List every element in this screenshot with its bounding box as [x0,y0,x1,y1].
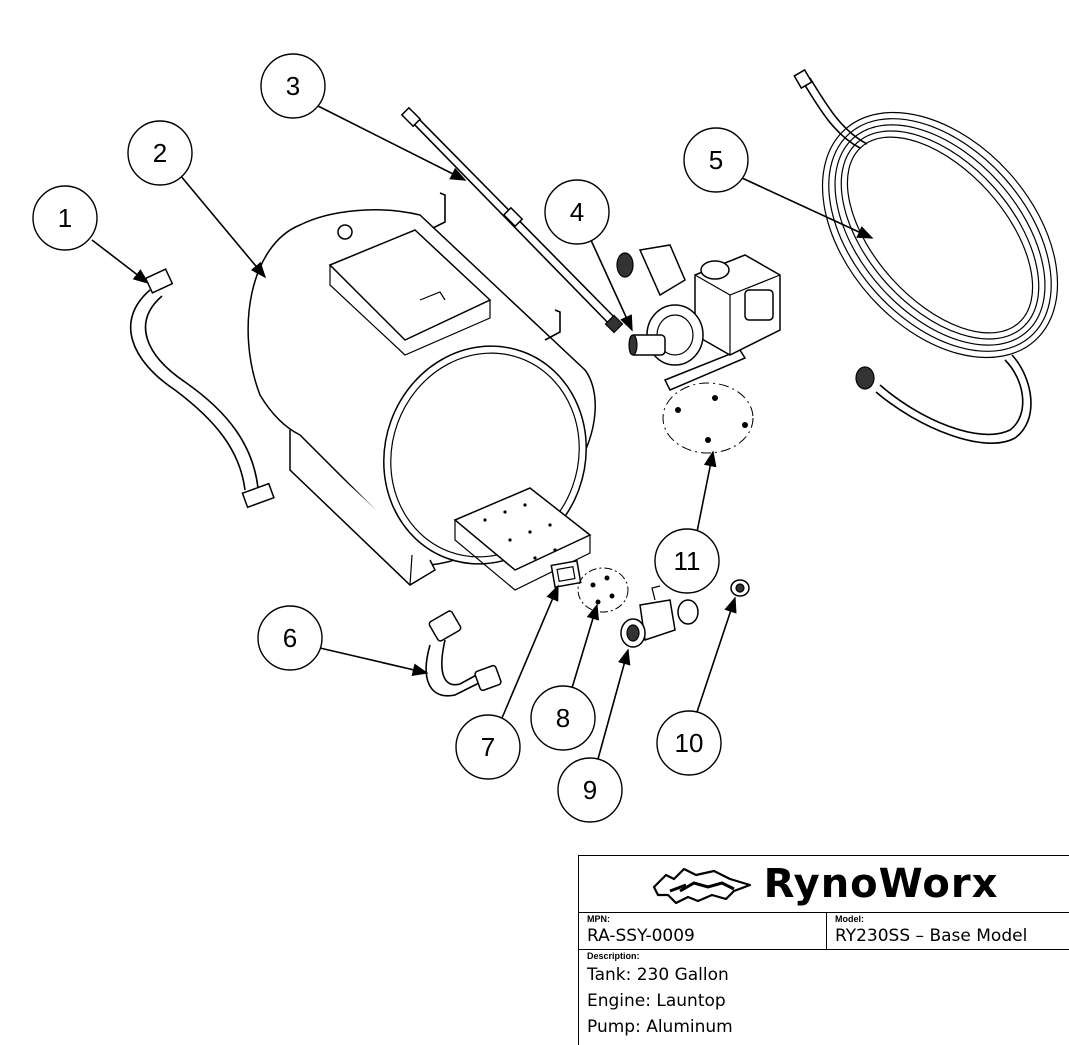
balloon-8-label: 8 [556,703,570,733]
leader-2 [179,174,267,279]
balloon-2: 2 [127,120,193,186]
coiled-hose-part [793,68,1059,444]
leader-lines [91,105,874,760]
description-label: Description: [587,951,640,961]
leader-11 [696,450,717,533]
title-block: RynoWorx MPN: RA-SSY-0009 Model: RY230SS… [578,855,1069,1045]
balloon-5: 5 [683,127,749,193]
mpn-cell: MPN: RA-SSY-0009 [579,913,827,949]
suction-hose-part [130,268,275,509]
mpn-label: MPN: [587,914,610,924]
mpn-model-row: MPN: RA-SSY-0009 Model: RY230SS – Base M… [579,913,1069,950]
leader-1 [91,239,150,284]
hardware-kit-11-part [662,382,754,454]
model-label: Model: [835,914,864,924]
leader-7 [501,584,559,719]
leader-8 [571,603,599,689]
balloon-4: 4 [544,179,610,245]
leader-10 [696,596,737,713]
brand-name: RynoWorx [763,861,999,907]
balloon-9: 9 [557,757,623,823]
description-line: Pump: Aluminum [587,1017,733,1037]
leader-5 [741,177,874,239]
leader-9 [597,648,631,760]
mpn-value: RA-SSY-0009 [587,926,695,946]
model-value: RY230SS – Base Model [835,926,1028,946]
tank-part [247,192,596,591]
balloon-11-label: 11 [674,546,701,576]
valve-part [620,585,699,648]
balloon-1-label: 1 [58,203,72,233]
balloon-7: 7 [455,714,521,780]
bolt-kit-8-part [577,567,629,613]
leader-3 [317,105,467,181]
balloon-3: 3 [260,53,326,119]
brand-logo-row: RynoWorx [579,856,1069,913]
balloon-3-label: 3 [286,71,300,101]
balloon-7-label: 7 [481,732,495,762]
leader-4 [589,237,633,332]
balloon-10-label: 10 [675,728,704,758]
description-line: Engine: Launtop [587,991,726,1011]
spray-wand-part [400,106,624,334]
balloon-5-label: 5 [709,145,723,175]
balloon-4-label: 4 [570,197,584,227]
description-cell: Description: Tank: 230 Gallon Engine: La… [579,950,1069,1040]
balloon-10: 10 [656,710,722,776]
description-line: Tank: 230 Gallon [587,965,729,985]
balloon-1: 1 [32,185,98,251]
balloon-2-label: 2 [153,138,167,168]
balloon-6: 6 [257,605,323,671]
fitting-part [730,579,750,597]
model-cell: Model: RY230SS – Base Model [827,913,1069,949]
balloon-6-label: 6 [283,623,297,653]
balloon-8: 8 [530,685,596,751]
balloon-9-label: 9 [583,775,597,805]
engine-pump-part [616,244,781,391]
leader-6 [319,647,429,676]
gasket-part [550,560,582,588]
exploded-parts-diagram: 1 2 3 4 5 6 7 8 9 10 11 [32,53,1059,823]
elbow-hose-part [425,610,502,697]
balloon-11: 11 [654,528,720,594]
rhino-logo-icon [652,867,751,905]
